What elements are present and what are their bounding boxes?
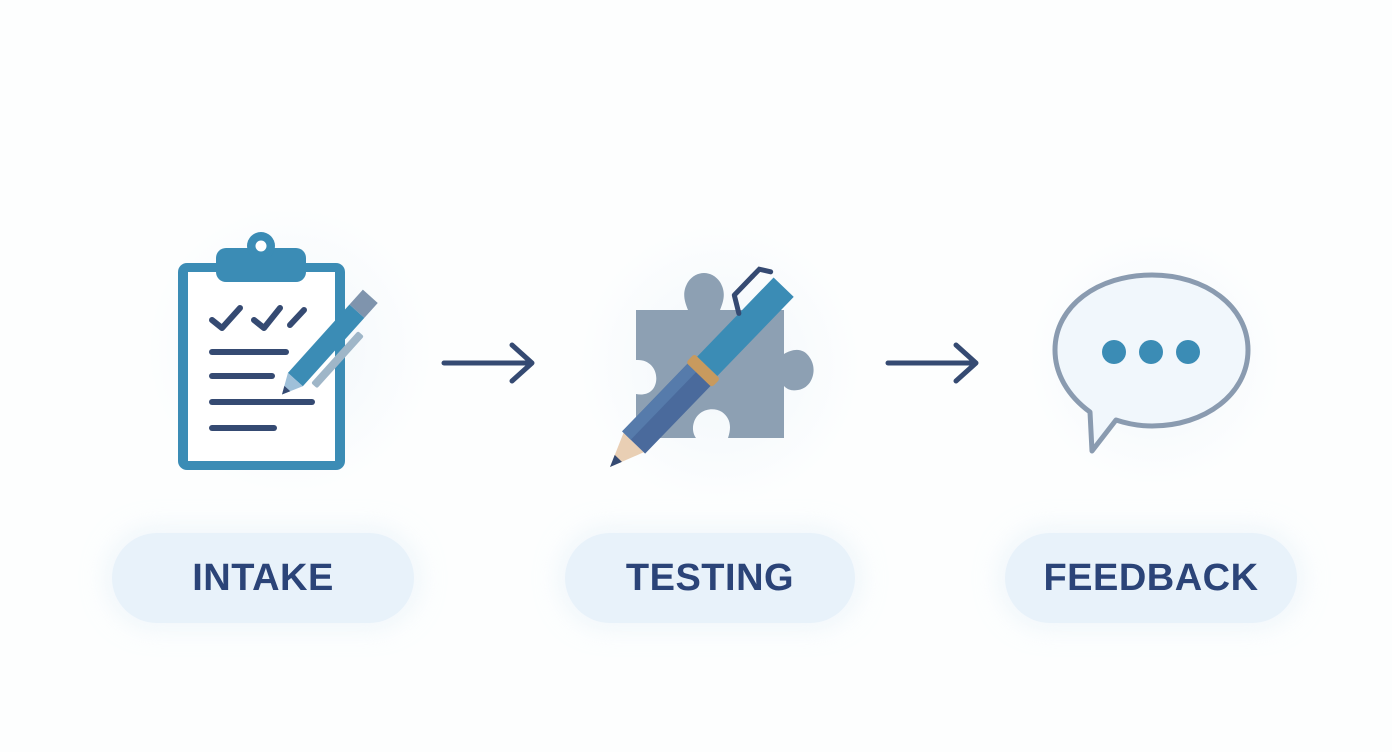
step-feedback-pill: FEEDBACK xyxy=(1005,533,1297,623)
step-feedback-label: FEEDBACK xyxy=(1043,556,1259,599)
arrow-right-icon xyxy=(885,342,979,384)
clipboard-pencil-icon xyxy=(178,232,378,470)
step-intake-label: INTAKE xyxy=(192,556,334,599)
arrow-right-icon xyxy=(441,342,535,384)
step-testing-label: TESTING xyxy=(625,556,795,599)
speech-bubble-icon xyxy=(1052,272,1251,454)
puzzle-pencil-icon xyxy=(610,266,814,467)
step-testing-pill: TESTING xyxy=(565,533,855,623)
step-intake-pill: INTAKE xyxy=(112,533,414,623)
